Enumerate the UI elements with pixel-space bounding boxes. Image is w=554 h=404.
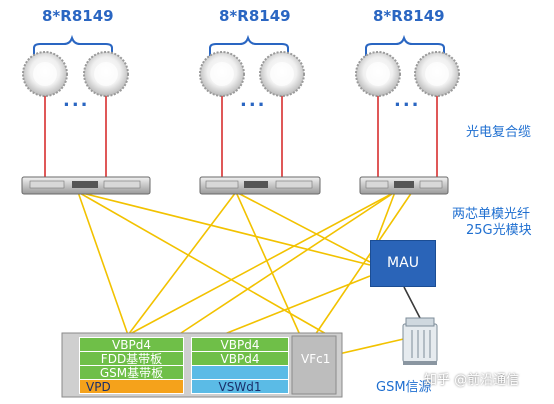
bracket — [33, 34, 113, 58]
board-slot: VBPd4 — [191, 337, 289, 352]
rru-units — [22, 51, 460, 97]
fiber-line — [77, 191, 129, 336]
gsm-source-label: GSM信源 — [376, 380, 432, 395]
more-units-dots: ... — [240, 90, 267, 111]
hub-unit — [359, 176, 449, 195]
board-slot: VBPd4 — [191, 351, 289, 366]
rru-unit — [83, 51, 129, 97]
group-label: 8*R8149 — [219, 7, 291, 25]
hub-unit — [199, 176, 321, 195]
board-slot: VBPd4 — [79, 337, 184, 352]
rru-unit — [355, 51, 401, 97]
board-slot: VSWd1 — [191, 379, 289, 394]
fiber-line — [329, 337, 409, 357]
hub-units — [21, 176, 449, 195]
mau-box: MAU — [370, 240, 436, 287]
fiber-line — [77, 191, 329, 336]
rru-unit — [259, 51, 305, 97]
fiber-line — [127, 191, 396, 336]
fiber-label: 两芯单模光纤 — [452, 207, 531, 222]
board-slot: FDD基带板 — [79, 351, 184, 366]
bracket — [209, 34, 289, 58]
watermark: 知乎 @前沿通信 — [424, 373, 520, 388]
group-label: 8*R8149 — [42, 7, 114, 25]
module-label: 25G光模块 — [466, 223, 532, 238]
cables — [44, 95, 438, 178]
rru-unit — [199, 51, 245, 97]
more-units-dots: ... — [394, 90, 421, 111]
fiber-lines — [77, 191, 413, 357]
fiber-line — [177, 191, 396, 336]
bracket — [365, 34, 445, 58]
fiber-line — [235, 191, 301, 336]
group-label: 8*R8149 — [373, 7, 445, 25]
brackets — [33, 34, 445, 58]
fiber-line — [314, 191, 413, 336]
gsm-cabinet-icon — [402, 317, 438, 365]
board-slot — [191, 365, 289, 380]
fiber-line — [221, 275, 371, 336]
fiber-line — [77, 191, 371, 266]
fan-slot-label: VFc1 — [301, 352, 331, 366]
hub-unit — [21, 176, 151, 195]
rru-unit — [414, 51, 460, 97]
mau-gsm-link — [403, 286, 421, 319]
board-slot: VPD — [79, 379, 184, 394]
more-units-dots: ... — [63, 90, 90, 111]
board-slot: GSM基带板 — [79, 365, 184, 380]
cable-label: 光电复合缆 — [466, 125, 532, 140]
fiber-line — [127, 191, 237, 336]
fiber-line — [235, 191, 371, 263]
rru-unit — [22, 51, 68, 97]
